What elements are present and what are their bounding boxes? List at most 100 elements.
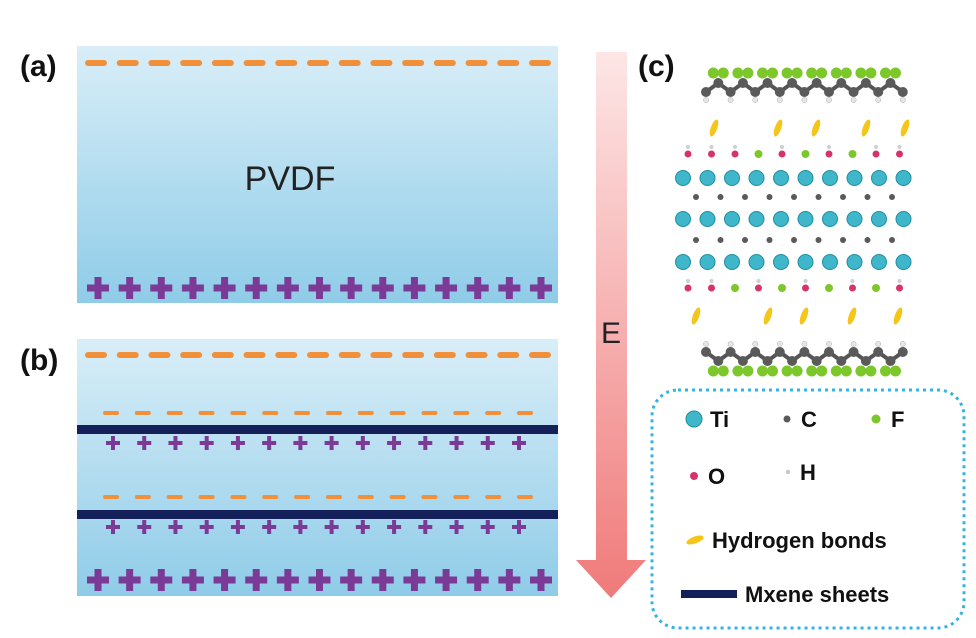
positive-charge	[466, 277, 489, 299]
mxene-sheet	[77, 510, 558, 519]
positive-charge	[480, 436, 495, 450]
negative-charge	[402, 60, 425, 66]
negative-charge	[198, 495, 215, 499]
oxygen-atom	[896, 284, 903, 292]
legend-hydrogen-bonds: Hydrogen bonds	[712, 528, 887, 553]
positive-charge	[324, 520, 339, 534]
positive-charge	[181, 277, 204, 299]
negative-charge	[421, 411, 438, 415]
negative-charge	[294, 495, 311, 499]
positive-charge	[118, 277, 141, 299]
carbon-atom	[717, 237, 724, 243]
negative-charge-row	[85, 60, 551, 66]
carbon-atom	[725, 347, 736, 357]
fluorine-atom	[742, 365, 754, 377]
positive-charge	[512, 520, 526, 534]
fluorine-atom	[717, 67, 729, 79]
negative-charge	[211, 352, 234, 358]
carbon-atom	[860, 78, 871, 88]
negative-charge	[294, 411, 311, 415]
positive-charge	[387, 436, 402, 450]
positive-charge	[530, 569, 552, 591]
positive-charge	[340, 277, 363, 299]
positive-charge	[168, 436, 183, 450]
hydrogen-bond	[799, 307, 809, 325]
positive-charge	[324, 436, 339, 450]
titanium-atom	[675, 170, 691, 186]
titanium-atom	[822, 211, 838, 227]
fluorine-atom	[791, 365, 803, 377]
hydrogen-atom	[709, 145, 714, 149]
titanium-atom	[797, 170, 814, 186]
carbon-atom	[815, 194, 822, 200]
positive-charge	[435, 569, 458, 591]
negative-charge	[166, 495, 183, 499]
carbon-atom	[766, 194, 773, 200]
titanium-atom	[724, 254, 740, 270]
titanium-atom	[797, 211, 814, 227]
f-atom-icon	[871, 414, 881, 424]
hydrogen-atom	[827, 145, 831, 149]
panel-a-label: (a)	[20, 50, 57, 83]
negative-charge	[85, 352, 107, 358]
hydrogen-atom	[850, 279, 855, 283]
fluorine-atom	[707, 365, 719, 377]
positive-charge	[340, 569, 363, 591]
titanium-atom	[773, 170, 789, 186]
fluorine-atom	[840, 365, 852, 377]
fluorine-atom	[707, 67, 719, 79]
carbon-atom	[864, 194, 871, 200]
negative-charge	[370, 352, 393, 358]
negative-charge	[85, 60, 107, 66]
negative-charge	[275, 352, 298, 358]
oxygen-atom	[825, 150, 833, 158]
panel-a: (a) PVDF	[20, 46, 558, 303]
titanium-atom	[846, 254, 863, 270]
fluorine-atom	[767, 365, 778, 377]
carbon-atom	[693, 237, 699, 243]
titanium-atom	[895, 254, 912, 270]
hydrogen-bond	[900, 119, 910, 137]
interface-negative-row	[103, 411, 533, 415]
hydrogen-atom	[703, 341, 709, 347]
negative-charge	[529, 352, 551, 358]
negative-charge	[148, 60, 171, 66]
positive-charge	[137, 436, 152, 450]
fluorine-atom	[781, 67, 793, 79]
mxene-pvdf-structure	[675, 67, 912, 377]
positive-charge	[308, 569, 331, 591]
positive-charge	[106, 520, 120, 534]
carbon-atom	[840, 194, 846, 200]
fluorine-atom	[848, 150, 857, 158]
negative-charge	[262, 495, 279, 499]
negative-charge	[325, 411, 342, 415]
positive-charge	[293, 520, 308, 534]
carbon-atom	[713, 78, 724, 88]
positive-charge	[262, 520, 277, 534]
positive-charge	[449, 520, 464, 534]
negative-charge	[370, 60, 393, 66]
titanium-atom	[895, 170, 912, 186]
carbon-atom	[889, 194, 895, 200]
negative-charge	[433, 60, 456, 66]
hydrogen-atom	[850, 97, 857, 103]
positive-charge	[512, 436, 526, 450]
panel-b-label: (b)	[20, 344, 58, 377]
negative-charge	[180, 352, 203, 358]
positive-charge	[293, 436, 308, 450]
fluorine-atom	[781, 365, 793, 377]
titanium-atom	[871, 211, 887, 227]
fluorine-atom	[840, 67, 852, 79]
hydrogen-atom	[727, 97, 734, 103]
hydrogen-bond	[847, 307, 857, 325]
carbon-atom	[791, 194, 797, 200]
titanium-atom	[871, 170, 887, 186]
positive-charge	[418, 520, 433, 534]
negative-charge	[103, 411, 119, 415]
positive-charge	[199, 436, 214, 450]
carbon-atom	[799, 347, 810, 357]
legend-h: H	[800, 460, 816, 485]
field-label: E	[601, 317, 621, 350]
hydrogen-atom	[801, 97, 808, 103]
positive-charge-row	[87, 277, 552, 299]
